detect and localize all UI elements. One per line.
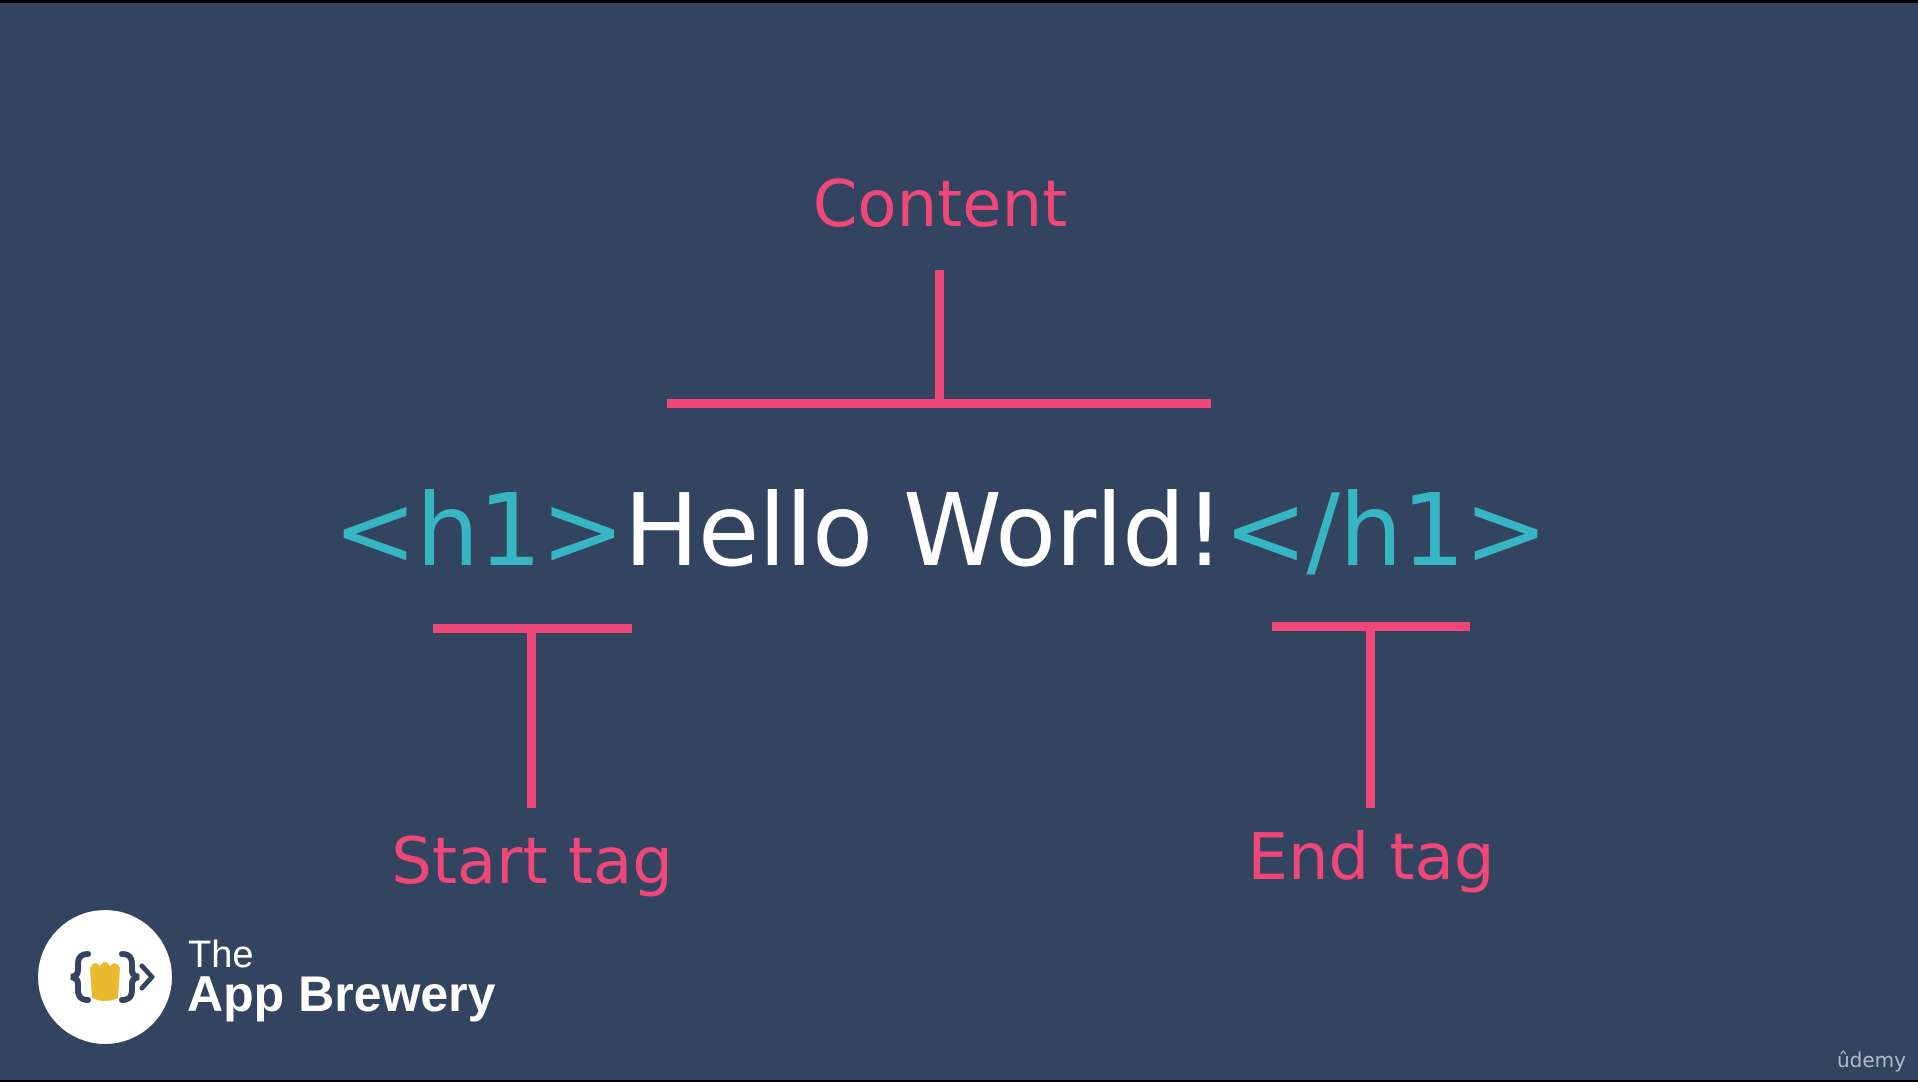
app-brewery-logo-icon <box>38 910 172 1044</box>
brand-the: The <box>188 934 254 976</box>
start-tag-bracket-stem <box>527 624 536 808</box>
start-tag-code: <h1> <box>333 472 625 589</box>
html-element-example: <h1>Hello World!</h1> <box>333 481 1548 581</box>
start-tag-label: Start tag <box>391 825 673 899</box>
udemy-watermark: ûdemy <box>1837 1048 1906 1072</box>
slide: Content <h1>Hello World!</h1> Start tag … <box>0 3 1918 1080</box>
end-tag-label: End tag <box>1247 821 1495 895</box>
brand-name: App Brewery <box>187 966 496 1022</box>
content-bracket-bar <box>667 399 1211 408</box>
end-tag-bracket-stem <box>1366 622 1375 808</box>
end-tag-code: </h1> <box>1223 472 1548 589</box>
content-text: Hello World! <box>623 472 1225 589</box>
content-bracket-stem <box>935 270 944 403</box>
content-label: Content <box>812 168 1068 242</box>
